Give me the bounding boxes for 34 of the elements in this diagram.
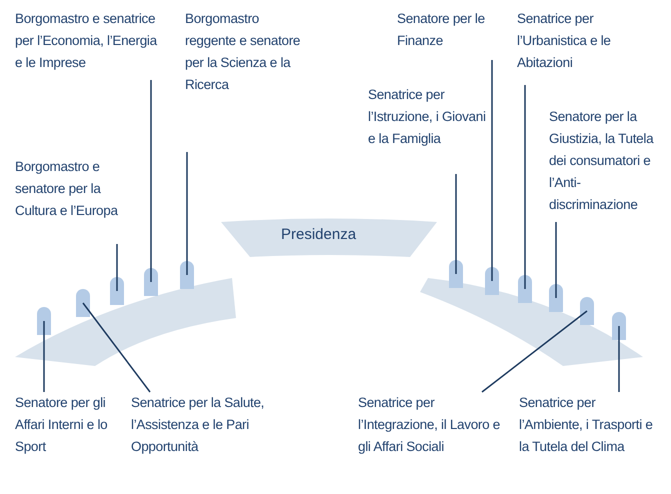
leader-line [491, 60, 493, 281]
leader-line [43, 321, 45, 392]
office-label: Borgomastro reggente e senatore per la Scienza e la Ricerca [185, 10, 302, 94]
office-label: Borgomastro e senatrice per l’Economia, l’Energia e le Imprese [15, 10, 158, 72]
office-label: Senatrice per l’Istruzione, i Giovani e la Famiglia [368, 86, 486, 148]
seat-marker [612, 312, 626, 340]
leader-line [618, 326, 620, 392]
seat-marker [449, 260, 463, 288]
seat-marker [144, 268, 158, 296]
seat-marker [110, 277, 124, 305]
leader-line [482, 310, 588, 393]
office-label: Senatrice per l’Urbanistica e le Abitazioni [517, 10, 612, 72]
leader-line [82, 302, 151, 392]
seat-marker [580, 297, 594, 325]
leader-line [150, 80, 152, 282]
office-label: Senatrice per l’Ambiente, i Trasporti e la Tutela del Clima [519, 394, 654, 456]
leader-line [524, 85, 526, 289]
leader-line [455, 174, 457, 274]
leader-line [186, 152, 188, 275]
seat-marker [37, 307, 51, 335]
leader-line [116, 244, 118, 291]
seat-marker [485, 267, 499, 295]
seat-marker [180, 261, 194, 289]
seat-marker [76, 289, 90, 317]
desk-label: Presidenza [281, 225, 356, 245]
seat-marker [549, 284, 563, 312]
office-label: Borgomastro e senatore per la Cultura e l’Europa [15, 158, 119, 220]
office-label: Senatore per gli Affari Interni e lo Sport [15, 394, 108, 456]
leader-line [555, 222, 557, 298]
office-label: Senatrice per l’Integrazione, il Lavoro e gli Affari Sociali [358, 394, 501, 456]
office-label: Senatrice per la Salute, l’Assistenza e le Pari Opportunità [131, 394, 266, 456]
office-label: Senatore per le Finanze [397, 10, 486, 50]
office-label: Senatore per la Giustizia, la Tutela dei consumatori e l’Anti-discriminazione [549, 108, 655, 214]
seat-marker [518, 275, 532, 303]
